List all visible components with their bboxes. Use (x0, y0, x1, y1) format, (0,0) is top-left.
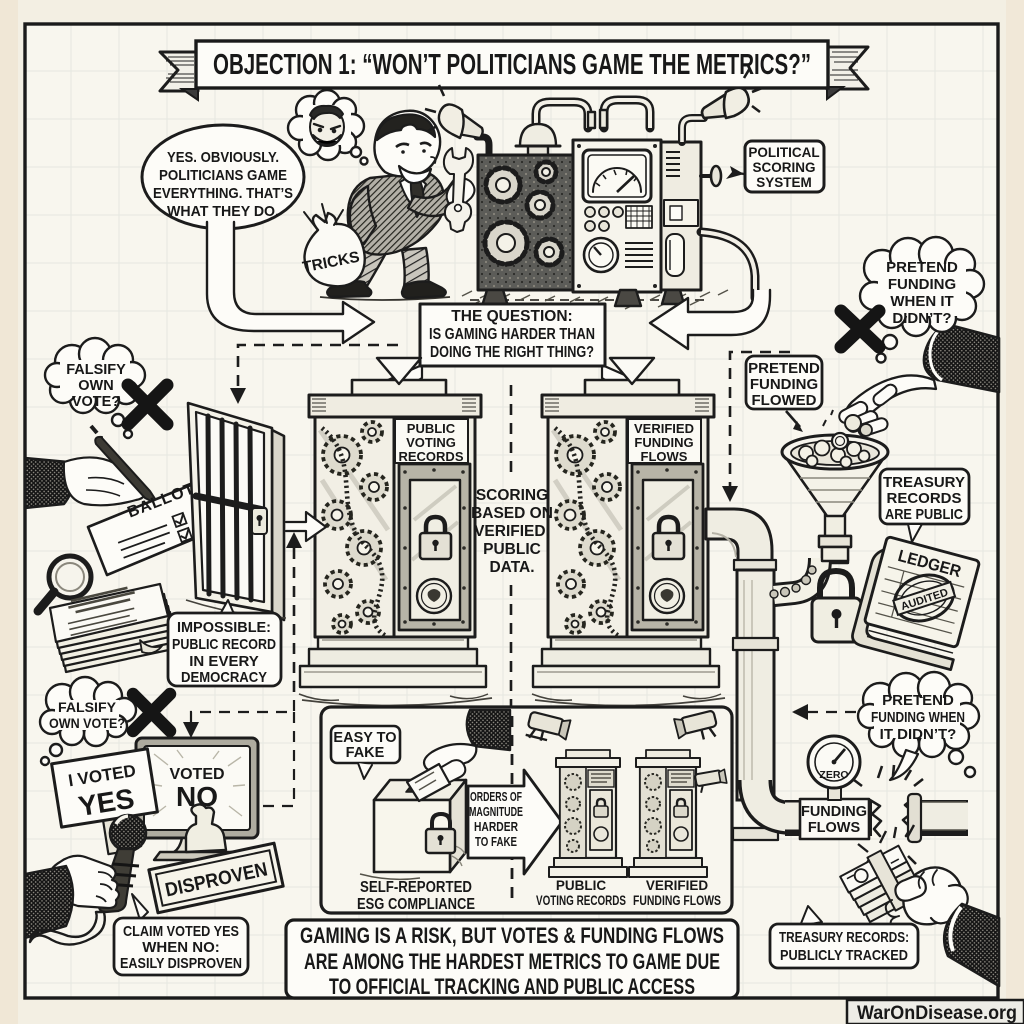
svg-text:ZERO: ZERO (819, 769, 848, 781)
svg-text:MAGNITUDE: MAGNITUDE (469, 805, 523, 819)
svg-text:THE QUESTION:: THE QUESTION: (451, 308, 572, 325)
svg-text:TREASURY RECORDS:: TREASURY RECORDS: (779, 929, 909, 946)
svg-text:PRETEND: PRETEND (748, 360, 820, 377)
svg-text:ORDERS OF: ORDERS OF (470, 790, 522, 804)
svg-text:RECORDS: RECORDS (398, 449, 463, 464)
svg-text:POLITICAL: POLITICAL (748, 145, 819, 160)
svg-text:PUBLICLY TRACKED: PUBLICLY TRACKED (780, 947, 908, 964)
svg-text:OWN VOTE?: OWN VOTE? (49, 715, 125, 731)
svg-text:TREASURY: TREASURY (883, 474, 965, 491)
svg-text:WHEN NO:: WHEN NO: (142, 939, 220, 956)
svg-text:PUBLIC: PUBLIC (407, 421, 456, 436)
svg-text:FLOWS: FLOWS (641, 449, 688, 464)
svg-text:DATA.: DATA. (489, 559, 534, 576)
svg-text:FLOWS: FLOWS (808, 820, 861, 836)
svg-text:ESG COMPLIANCE: ESG COMPLIANCE (357, 896, 475, 913)
svg-text:FALSIFY: FALSIFY (66, 362, 126, 378)
svg-text:FUNDING: FUNDING (888, 276, 956, 293)
svg-text:EVERYTHING. THAT’S: EVERYTHING. THAT’S (153, 185, 293, 202)
svg-text:SCORING: SCORING (752, 160, 815, 175)
svg-text:FALSIFY: FALSIFY (58, 699, 117, 715)
svg-text:FUNDING WHEN: FUNDING WHEN (871, 709, 965, 726)
svg-text:HARDER: HARDER (474, 820, 518, 834)
svg-text:IMPOSSIBLE:: IMPOSSIBLE: (177, 619, 271, 636)
svg-text:PUBLIC RECORD: PUBLIC RECORD (172, 636, 276, 653)
svg-text:FUNDING: FUNDING (801, 804, 867, 820)
svg-text:SYSTEM: SYSTEM (756, 175, 812, 190)
svg-text:PUBLIC: PUBLIC (556, 878, 607, 893)
svg-text:FUNDING FLOWS: FUNDING FLOWS (633, 893, 721, 908)
svg-text:POLITICIANS GAME: POLITICIANS GAME (159, 167, 287, 184)
svg-text:SCORING: SCORING (476, 487, 548, 504)
svg-text:BASED ON: BASED ON (471, 505, 553, 522)
svg-text:VERIFIED: VERIFIED (646, 878, 709, 893)
svg-text:GAMING IS A RISK, BUT VOTES &: GAMING IS A RISK, BUT VOTES & FUNDING FL… (300, 923, 724, 948)
svg-text:FAKE: FAKE (346, 745, 385, 761)
svg-text:FUNDING: FUNDING (634, 435, 693, 450)
svg-text:ARE AMONG THE HARDEST METRICS: ARE AMONG THE HARDEST METRICS TO GAME DU… (304, 949, 720, 974)
svg-text:IS GAMING HARDER THAN: IS GAMING HARDER THAN (429, 326, 595, 343)
svg-text:WHEN IT: WHEN IT (890, 293, 953, 310)
svg-text:VERIFIED,: VERIFIED, (474, 523, 550, 540)
svg-text:EASY TO: EASY TO (333, 730, 396, 746)
svg-text:TO FAKE: TO FAKE (475, 835, 517, 849)
svg-text:WarOnDisease.org: WarOnDisease.org (857, 1003, 1017, 1024)
svg-text:VOTE?: VOTE? (72, 394, 120, 410)
svg-text:FUNDING: FUNDING (750, 376, 818, 393)
svg-text:VOTING: VOTING (406, 435, 456, 450)
svg-text:VOTED: VOTED (169, 766, 224, 783)
svg-text:DEMOCRACY: DEMOCRACY (181, 669, 267, 686)
svg-text:TO OFFICIAL TRACKING AND PUBLI: TO OFFICIAL TRACKING AND PUBLIC ACCESS (329, 974, 695, 999)
svg-text:FLOWED: FLOWED (752, 392, 817, 409)
svg-text:CLAIM VOTED YES: CLAIM VOTED YES (123, 923, 239, 940)
svg-text:SELF-REPORTED: SELF-REPORTED (360, 879, 472, 896)
svg-text:WHAT THEY DO.: WHAT THEY DO. (167, 203, 279, 220)
svg-text:PUBLIC: PUBLIC (483, 541, 541, 558)
svg-text:DIDN’T?: DIDN’T? (892, 310, 951, 327)
svg-text:PRETEND: PRETEND (886, 259, 958, 276)
svg-text:EASILY DISPROVEN: EASILY DISPROVEN (120, 955, 242, 972)
svg-text:OWN: OWN (78, 378, 113, 394)
svg-text:OBJECTION 1: “WON’T POLITICIAN: OBJECTION 1: “WON’T POLITICIANS GAME THE… (213, 49, 811, 81)
svg-text:IT DIDN’T?: IT DIDN’T? (880, 726, 957, 743)
svg-text:PRETEND: PRETEND (882, 692, 954, 709)
svg-text:RECORDS: RECORDS (886, 490, 961, 507)
svg-text:VERIFIED: VERIFIED (634, 421, 694, 436)
svg-text:DOING THE RIGHT THING?: DOING THE RIGHT THING? (430, 344, 594, 361)
svg-text:IN EVERY: IN EVERY (189, 653, 258, 670)
svg-text:ARE PUBLIC: ARE PUBLIC (885, 506, 963, 523)
svg-text:YES. OBVIOUSLY.: YES. OBVIOUSLY. (167, 149, 279, 166)
svg-text:VOTING RECORDS: VOTING RECORDS (536, 893, 626, 908)
